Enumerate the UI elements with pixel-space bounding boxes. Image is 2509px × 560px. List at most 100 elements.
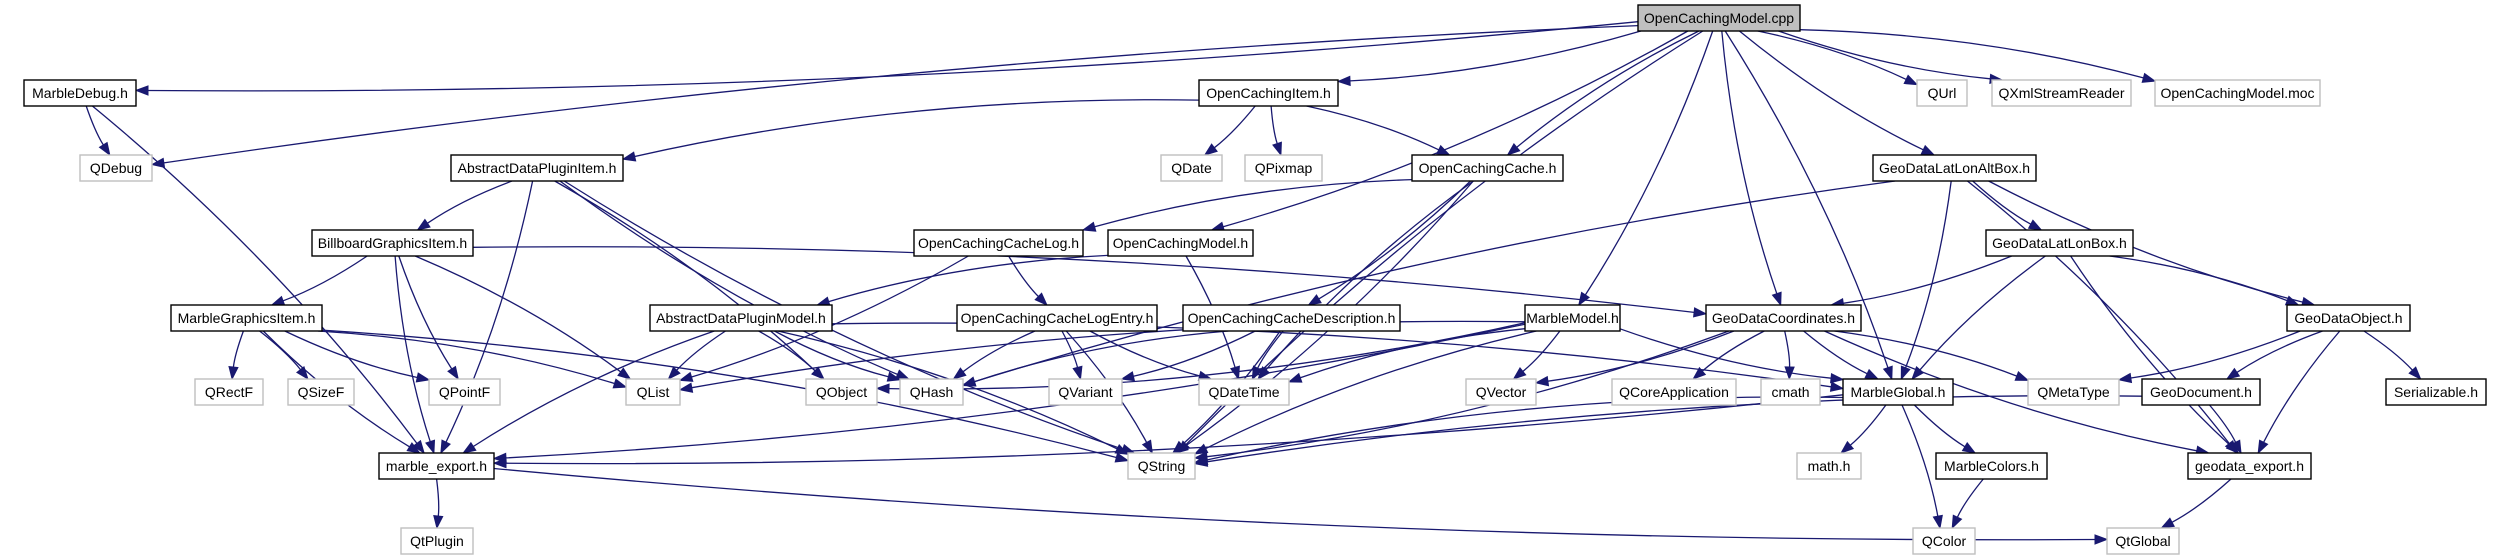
node-label: QPointF <box>439 384 490 400</box>
arrowhead-icon <box>296 365 309 381</box>
node-label: QVector <box>1476 384 1527 400</box>
edge-GeoDataCoordinates-to-QMetaType <box>1834 330 2018 377</box>
node-box <box>649 304 833 332</box>
node-box <box>23 79 137 107</box>
node-marble_export[interactable]: marble_export.h <box>378 452 495 480</box>
edge-marble_export-to-QtGlobal <box>493 467 2096 541</box>
edge-BillboardGraphicsItem-to-QPointF <box>398 255 453 370</box>
node-label: MarbleColors.h <box>1944 458 2039 474</box>
edge-MarbleModel-to-MarbleGlobal <box>1619 328 1832 379</box>
node-label: QColor <box>1922 533 1967 549</box>
node-AbstractDataPluginModel[interactable]: AbstractDataPluginModel.h <box>649 304 833 332</box>
node-box <box>1705 304 1862 332</box>
arrowhead-icon <box>886 371 902 382</box>
edge-GeoDataObject-to-geodata_export <box>2263 330 2341 443</box>
arrowhead-icon <box>1920 144 1936 156</box>
node-QHash: QHash <box>899 378 964 406</box>
arrowhead-icon <box>416 218 431 231</box>
edge-BillboardGraphicsItem-to-marble_export <box>394 255 431 442</box>
edge-GeoDataObject-to-Serializable <box>2363 330 2413 371</box>
node-GeoDataCoordinates[interactable]: GeoDataCoordinates.h <box>1705 304 1862 332</box>
node-box <box>805 378 878 406</box>
arrowhead-icon <box>1120 371 1136 382</box>
arrowhead-icon <box>2014 371 2030 381</box>
edge-GeoDataObject-to-QMetaType <box>2130 330 2301 379</box>
node-QPixmap: QPixmap <box>1244 154 1323 182</box>
node-GeoDataLatLonAltBox[interactable]: GeoDataLatLonAltBox.h <box>1872 154 2037 182</box>
node-OpenCachingCacheDescription[interactable]: OpenCachingCacheDescription.h <box>1182 304 1401 332</box>
node-label: AbstractDataPluginModel.h <box>656 310 826 326</box>
edge-GeoDataCoordinates-to-geodata_export <box>1824 330 2197 452</box>
edge-MarbleGlobal-to-marble_export <box>505 394 1844 465</box>
node-label: GeoDataCoordinates.h <box>1712 310 1855 326</box>
node-label: QDateTime <box>1208 384 1279 400</box>
node-GeoDocument[interactable]: GeoDocument.h <box>2141 378 2261 406</box>
node-label: GeoDataLatLonAltBox.h <box>1879 160 2030 176</box>
edge-MarbleModel-to-QVector <box>1522 330 1561 372</box>
node-box <box>450 154 624 182</box>
node-QPointF: QPointF <box>428 378 501 406</box>
node-OpenCachingCacheLog[interactable]: OpenCachingCacheLog.h <box>913 229 1084 257</box>
arrowhead-icon <box>612 378 628 389</box>
node-label: QtGlobal <box>2115 533 2170 549</box>
node-box <box>79 154 153 182</box>
arrowhead-icon <box>2230 439 2242 455</box>
edge-MarbleGraphicsItem-to-QRectF <box>232 330 245 368</box>
node-OpenCachingModelMoc: OpenCachingModel.moc <box>2154 79 2321 107</box>
node-label: QHash <box>910 384 954 400</box>
node-QList: QList <box>625 378 681 406</box>
nodes-layer: OpenCachingModel.cppMarbleDebug.hQDebugO… <box>23 4 2487 555</box>
arrowhead-icon <box>1771 291 1782 307</box>
arrowhead-icon <box>1951 514 1963 530</box>
node-GeoDataLatLonBox[interactable]: GeoDataLatLonBox.h <box>1985 229 2134 257</box>
node-GeoDataObject[interactable]: GeoDataObject.h <box>2286 304 2411 332</box>
node-OpenCachingCacheLogEntry[interactable]: OpenCachingCacheLogEntry.h <box>956 304 1158 332</box>
edge-root-to-QUrl <box>1757 30 1907 80</box>
node-root[interactable]: OpenCachingModel.cpp <box>1637 4 1801 32</box>
node-label: QXmlStreamReader <box>1998 85 2124 101</box>
node-OpenCachingModelH[interactable]: OpenCachingModel.h <box>1107 229 1254 257</box>
node-MarbleModel[interactable]: MarbleModel.h <box>1524 304 1621 332</box>
node-MarbleColors[interactable]: MarbleColors.h <box>1935 452 2048 480</box>
node-box <box>899 378 964 406</box>
node-OpenCachingItem[interactable]: OpenCachingItem.h <box>1198 79 1339 107</box>
edge-GeoDocument-to-geodata_export <box>2209 404 2237 443</box>
edge-root-to-MarbleGlobal <box>1724 30 1889 368</box>
edge-OpenCachingCacheDescription-to-QDateTime <box>1257 330 1284 369</box>
node-label: OpenCachingCacheDescription.h <box>1188 310 1396 326</box>
arrowhead-icon <box>1512 367 1527 380</box>
node-box <box>1198 79 1339 107</box>
edge-MarbleGraphicsItem-to-QList <box>317 330 615 385</box>
edge-geodata_export-to-QtGlobal <box>2171 478 2232 523</box>
edge-GeoDataLatLonAltBox-to-QHash <box>974 180 1896 383</box>
node-AbstractDataPluginItem[interactable]: AbstractDataPluginItem.h <box>450 154 624 182</box>
arrowhead-icon <box>1900 365 1911 381</box>
arrowhead-icon <box>1081 221 1097 232</box>
node-BillboardGraphicsItem[interactable]: BillboardGraphicsItem.h <box>311 229 474 257</box>
node-geodata_export[interactable]: geodata_export.h <box>2187 452 2312 480</box>
node-label: GeoDocument.h <box>2150 384 2252 400</box>
node-box <box>1842 378 1954 406</box>
node-QColor: QColor <box>1912 527 1976 555</box>
arrowhead-icon <box>1034 292 1048 307</box>
edge-BillboardGraphicsItem-to-QList <box>414 255 621 373</box>
node-label: MarbleDebug.h <box>32 85 128 101</box>
arrowhead-icon <box>406 442 422 454</box>
edge-MarbleGraphicsItem-to-QString <box>321 329 1117 459</box>
node-MarbleGraphicsItem[interactable]: MarbleGraphicsItem.h <box>170 304 323 332</box>
node-MarbleDebug[interactable]: MarbleDebug.h <box>23 79 137 107</box>
node-QRectF: QRectF <box>194 378 264 406</box>
node-QDate: QDate <box>1160 154 1223 182</box>
arrowhead-icon <box>440 439 451 455</box>
node-Serializable[interactable]: Serializable.h <box>2385 378 2487 406</box>
arrowhead-icon <box>1961 442 1977 454</box>
arrowhead-icon <box>98 141 111 157</box>
edge-AbstractDataPluginItem-to-marble_export <box>445 180 534 443</box>
edge-GeoDataLatLonBox-to-GeoDataObject <box>2109 255 2288 302</box>
node-MarbleGlobal[interactable]: MarbleGlobal.h <box>1842 378 1954 406</box>
node-label: MarbleModel.h <box>1526 310 1619 326</box>
edge-MarbleGlobal-to-MarbleColors <box>1913 404 1966 448</box>
node-label: QCoreApplication <box>1619 384 1729 400</box>
node-OpenCachingCache[interactable]: OpenCachingCache.h <box>1411 154 1564 182</box>
